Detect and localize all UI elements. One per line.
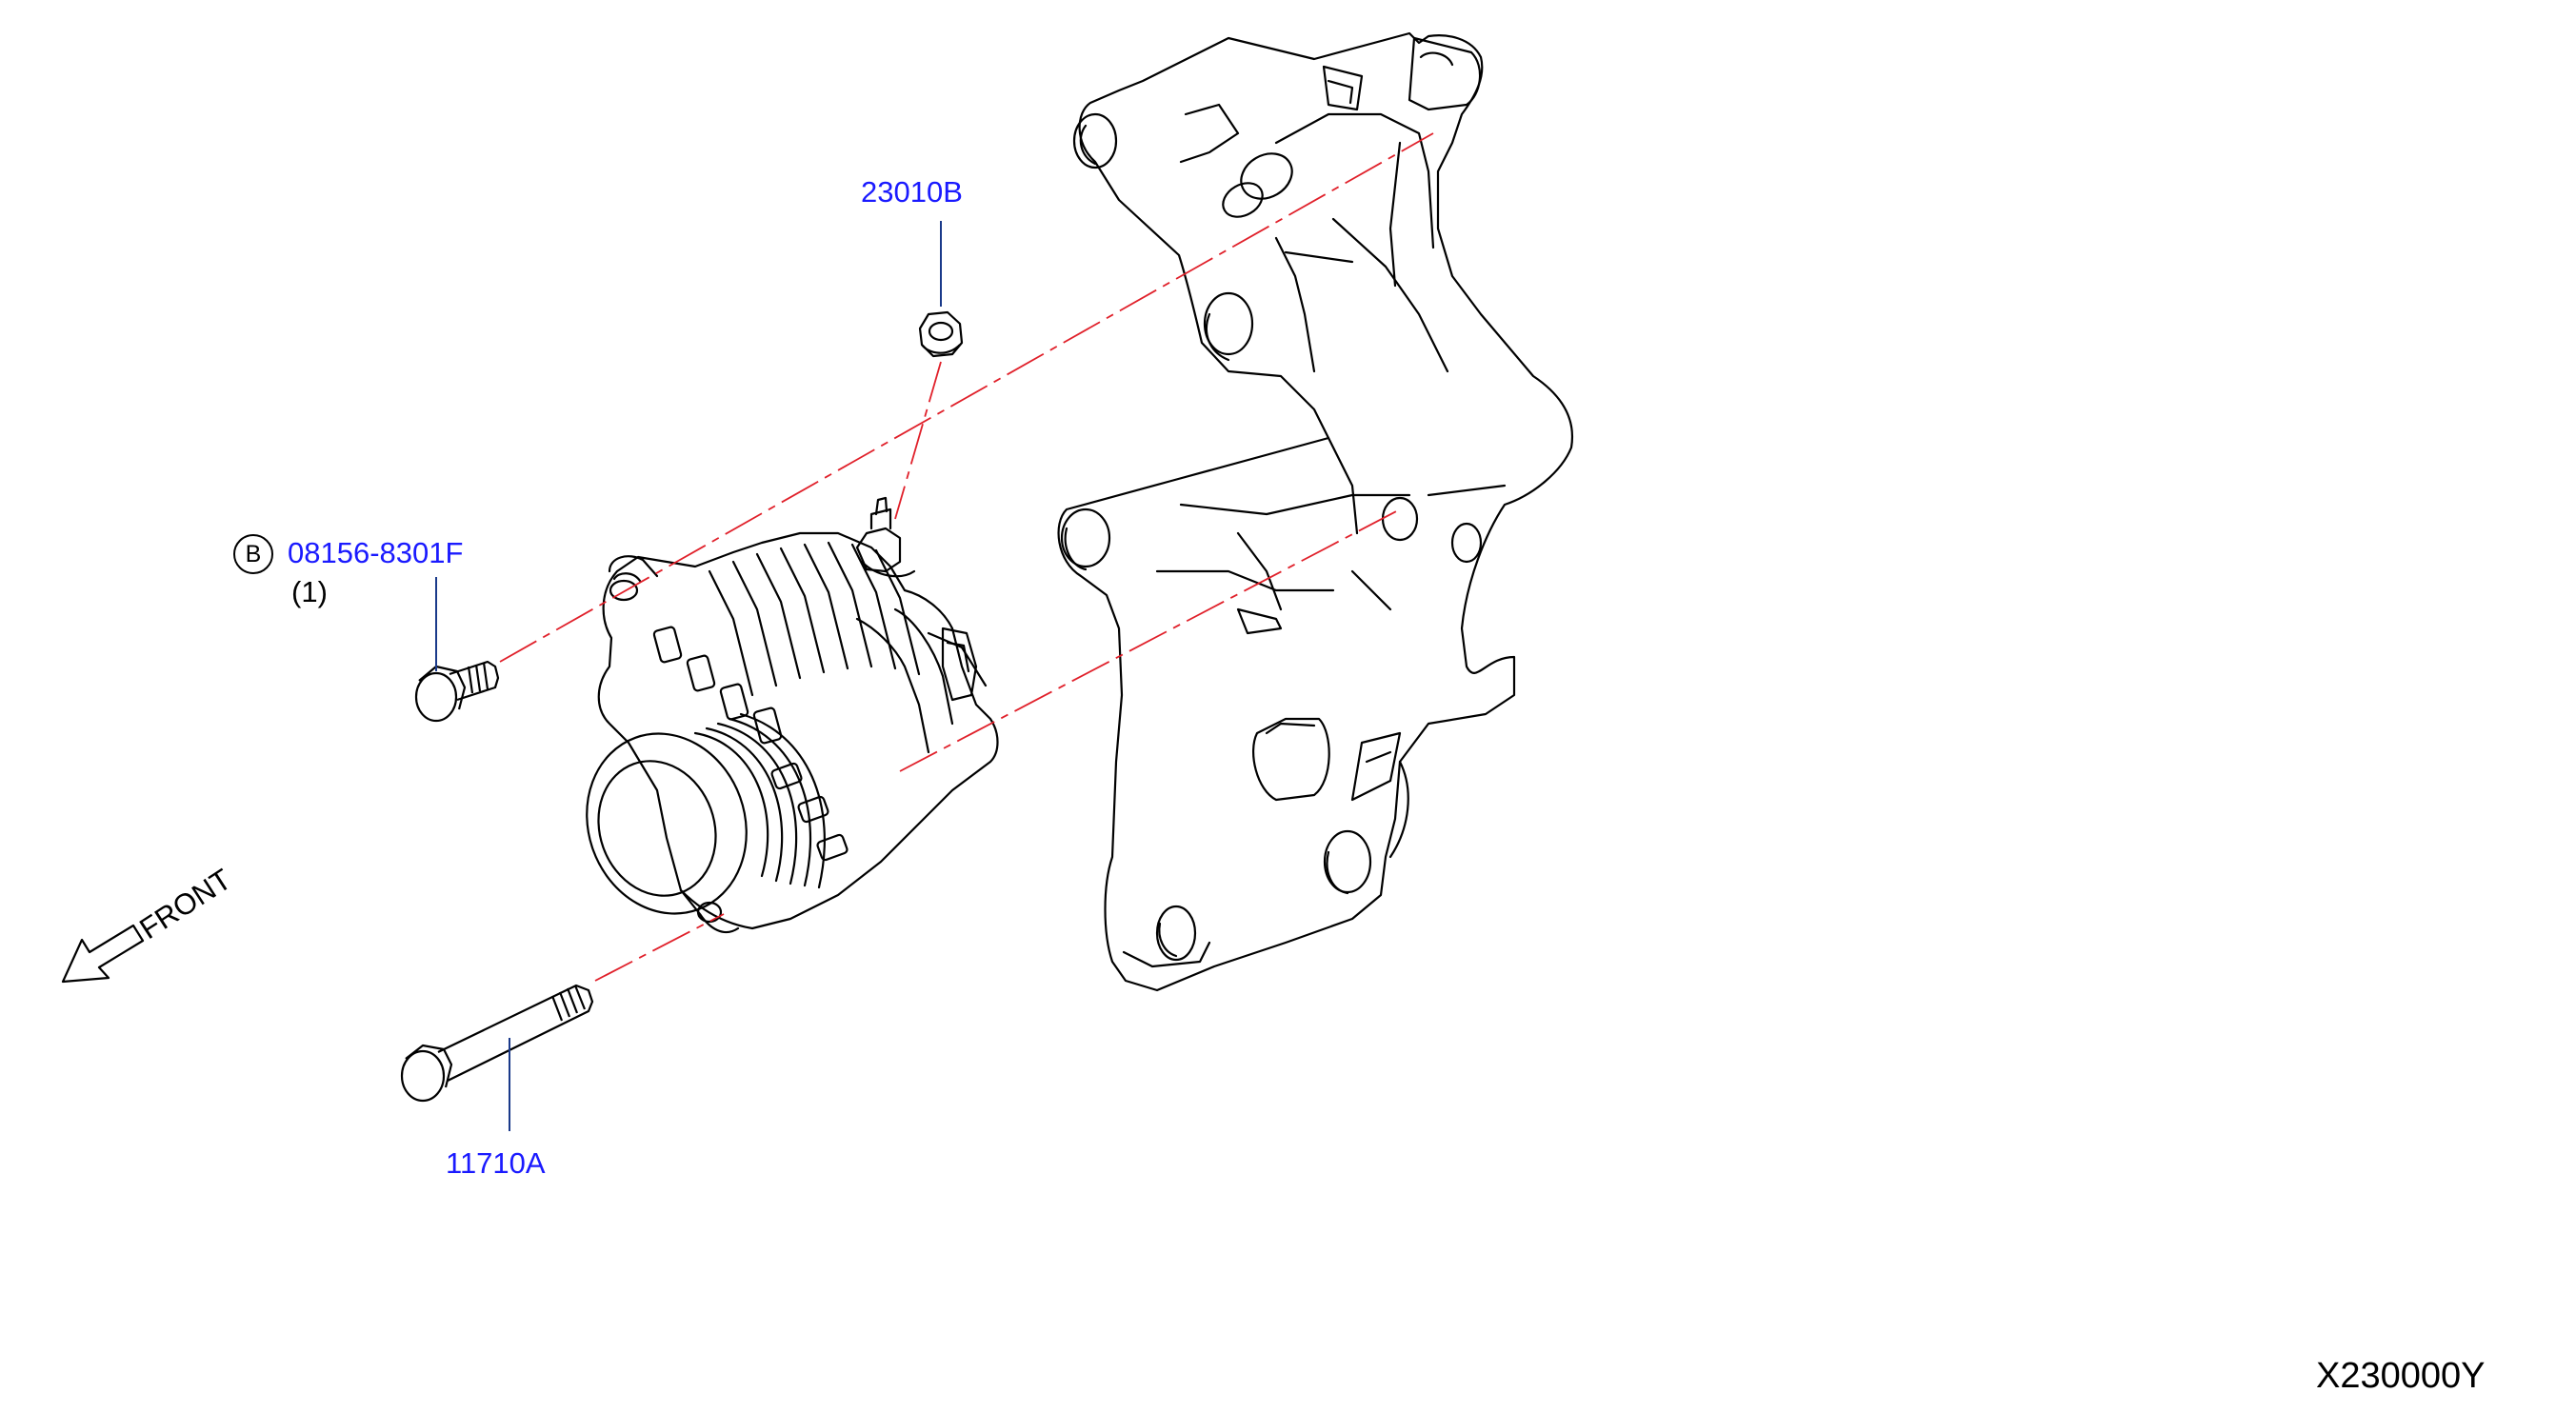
part-number-23010b[interactable]: 23010B [861, 175, 963, 209]
front-arrow-icon [61, 924, 145, 984]
long-bolt [400, 984, 594, 1103]
callout-leader-lines [435, 221, 942, 1131]
part-number-08156-8301f[interactable]: 08156-8301F [288, 536, 464, 569]
quantity-label: (1) [291, 575, 328, 608]
assembly-centerlines [499, 132, 1434, 982]
mounting-bolt [414, 660, 500, 723]
diagram-code: X230000Y [2316, 1356, 2486, 1396]
engine-mounting-bracket [1057, 31, 1574, 992]
terminal-nut [918, 310, 964, 358]
reference-b-badge: B [233, 534, 273, 574]
part-number-11710a[interactable]: 11710A [446, 1146, 546, 1180]
alternator [586, 496, 999, 934]
